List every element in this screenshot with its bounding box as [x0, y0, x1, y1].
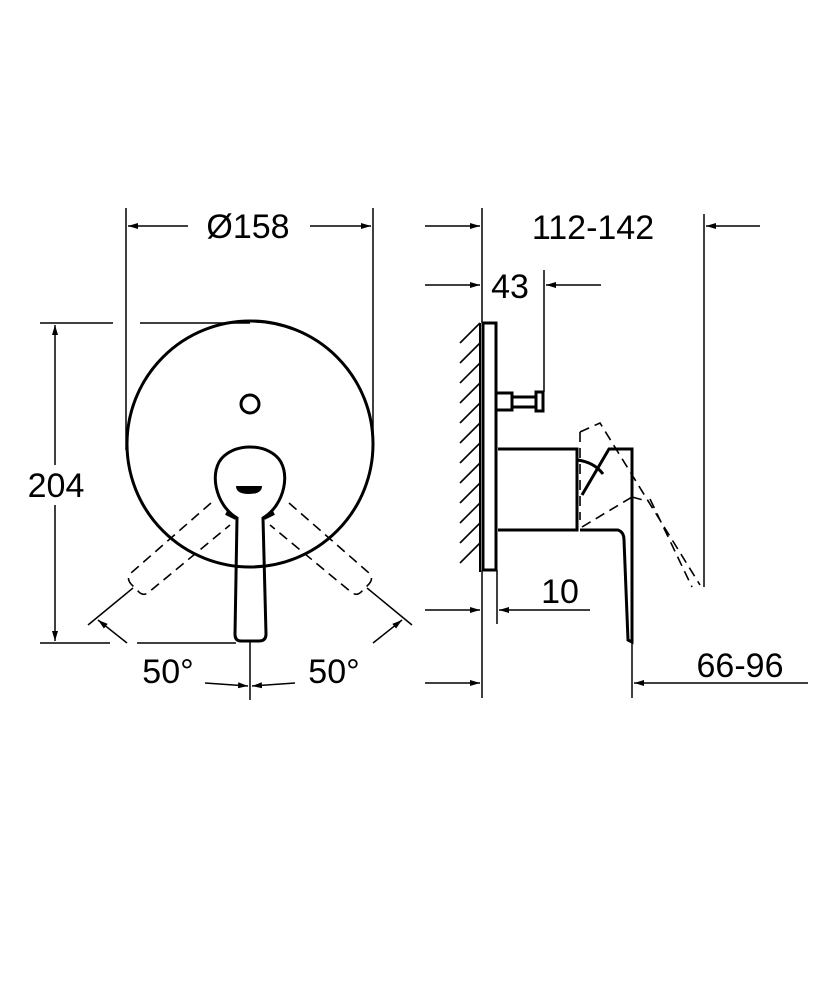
diameter-dimension: Ø158	[125, 208, 374, 450]
rosette-depth-label: 43	[491, 268, 529, 306]
angle-left-label: 50°	[142, 653, 193, 691]
projection-dimension: 112-142	[425, 208, 760, 587]
cover-plate	[481, 321, 498, 572]
lever-depth-dimension: 66-96	[425, 642, 808, 698]
lever-indicator	[236, 486, 262, 494]
lever-depth-label: 66-96	[697, 647, 784, 685]
plate-thickness-dimension: 10	[425, 570, 590, 698]
height-label: 204	[28, 467, 85, 505]
rosette-depth-dimension: 43	[425, 268, 601, 392]
angle-dimensions: 50° 50°	[87, 587, 413, 700]
side-view: 112-142 43 10 66-96	[425, 208, 808, 698]
wall-hatch	[459, 322, 481, 572]
body-cylinder	[498, 447, 579, 532]
height-dimension: 204	[28, 322, 250, 644]
diverter-stem	[496, 391, 514, 412]
rosette-circle	[125, 319, 375, 569]
lever-alt-positions	[127, 502, 373, 596]
plate-thickness-label: 10	[541, 573, 579, 611]
front-view: Ø158 204	[28, 208, 413, 700]
projection-label: 112-142	[532, 209, 654, 247]
lever-side-profile	[580, 447, 634, 645]
lever-handle	[213, 445, 287, 643]
diameter-label: Ø158	[206, 208, 289, 246]
lever-side-alt	[579, 421, 701, 588]
diverter-knob	[239, 393, 261, 415]
angle-right-label: 50°	[308, 653, 359, 691]
